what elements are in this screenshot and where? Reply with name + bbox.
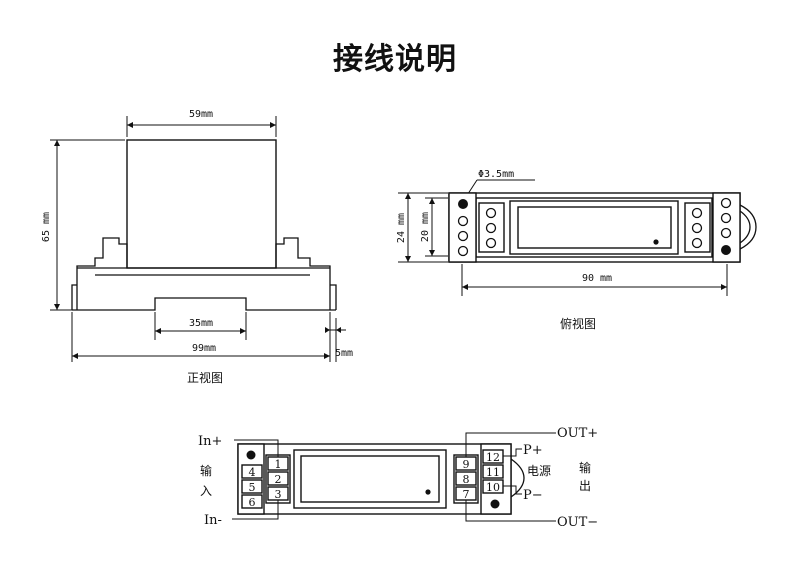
dim-height-inner: 20 mm (420, 212, 431, 242)
dim-width-top: 59mm (189, 109, 213, 120)
terminal-12: 12 (486, 451, 500, 464)
terminal-8: 8 (463, 473, 470, 486)
terminal-3: 3 (275, 488, 282, 501)
dim-rail: 35mm (189, 318, 213, 329)
terminal-10: 10 (486, 481, 500, 494)
in-plus-label: In+ (198, 434, 222, 449)
dim-height-outer: 24 mm (396, 213, 407, 243)
power-label: 电源 (527, 464, 551, 478)
terminal-1: 1 (275, 458, 282, 471)
wiring-view: In+ In- 输 入 OUT+ OUT− P+ P− 电源 输 出 4 5 6… (198, 426, 598, 530)
page-title: 接线说明 (333, 42, 457, 77)
terminal-7: 7 (463, 488, 470, 501)
p-plus-label: P+ (523, 443, 543, 458)
terminal-6: 6 (249, 496, 256, 509)
terminal-11: 11 (486, 466, 500, 479)
p-minus-label: P− (523, 488, 543, 503)
front-view: 59mm 65 mm 35mm 99mm (41, 109, 353, 385)
terminal-2: 2 (275, 473, 282, 486)
dim-height: 65 mm (41, 212, 52, 242)
dim-gap: 5mm (335, 348, 353, 359)
dim-hole: Φ3.5mm (478, 169, 514, 180)
front-view-caption: 正视图 (187, 370, 223, 385)
input-label-2: 入 (200, 484, 212, 498)
in-minus-label: In- (204, 513, 222, 528)
terminal-4: 4 (249, 466, 256, 479)
top-view: Φ3.5mm 24 mm 20 mm (396, 169, 757, 331)
out-plus-label: OUT+ (557, 426, 598, 441)
top-view-caption: 俯视图 (560, 316, 596, 331)
input-label-1: 输 (200, 463, 212, 478)
dim-width-bottom: 99mm (192, 343, 216, 354)
output-label-2: 出 (579, 479, 591, 493)
dim-length: 90 mm (582, 273, 612, 284)
out-minus-label: OUT− (557, 515, 598, 530)
terminal-5: 5 (249, 481, 256, 494)
terminal-9: 9 (463, 458, 470, 471)
output-label-1: 输 (579, 460, 591, 475)
